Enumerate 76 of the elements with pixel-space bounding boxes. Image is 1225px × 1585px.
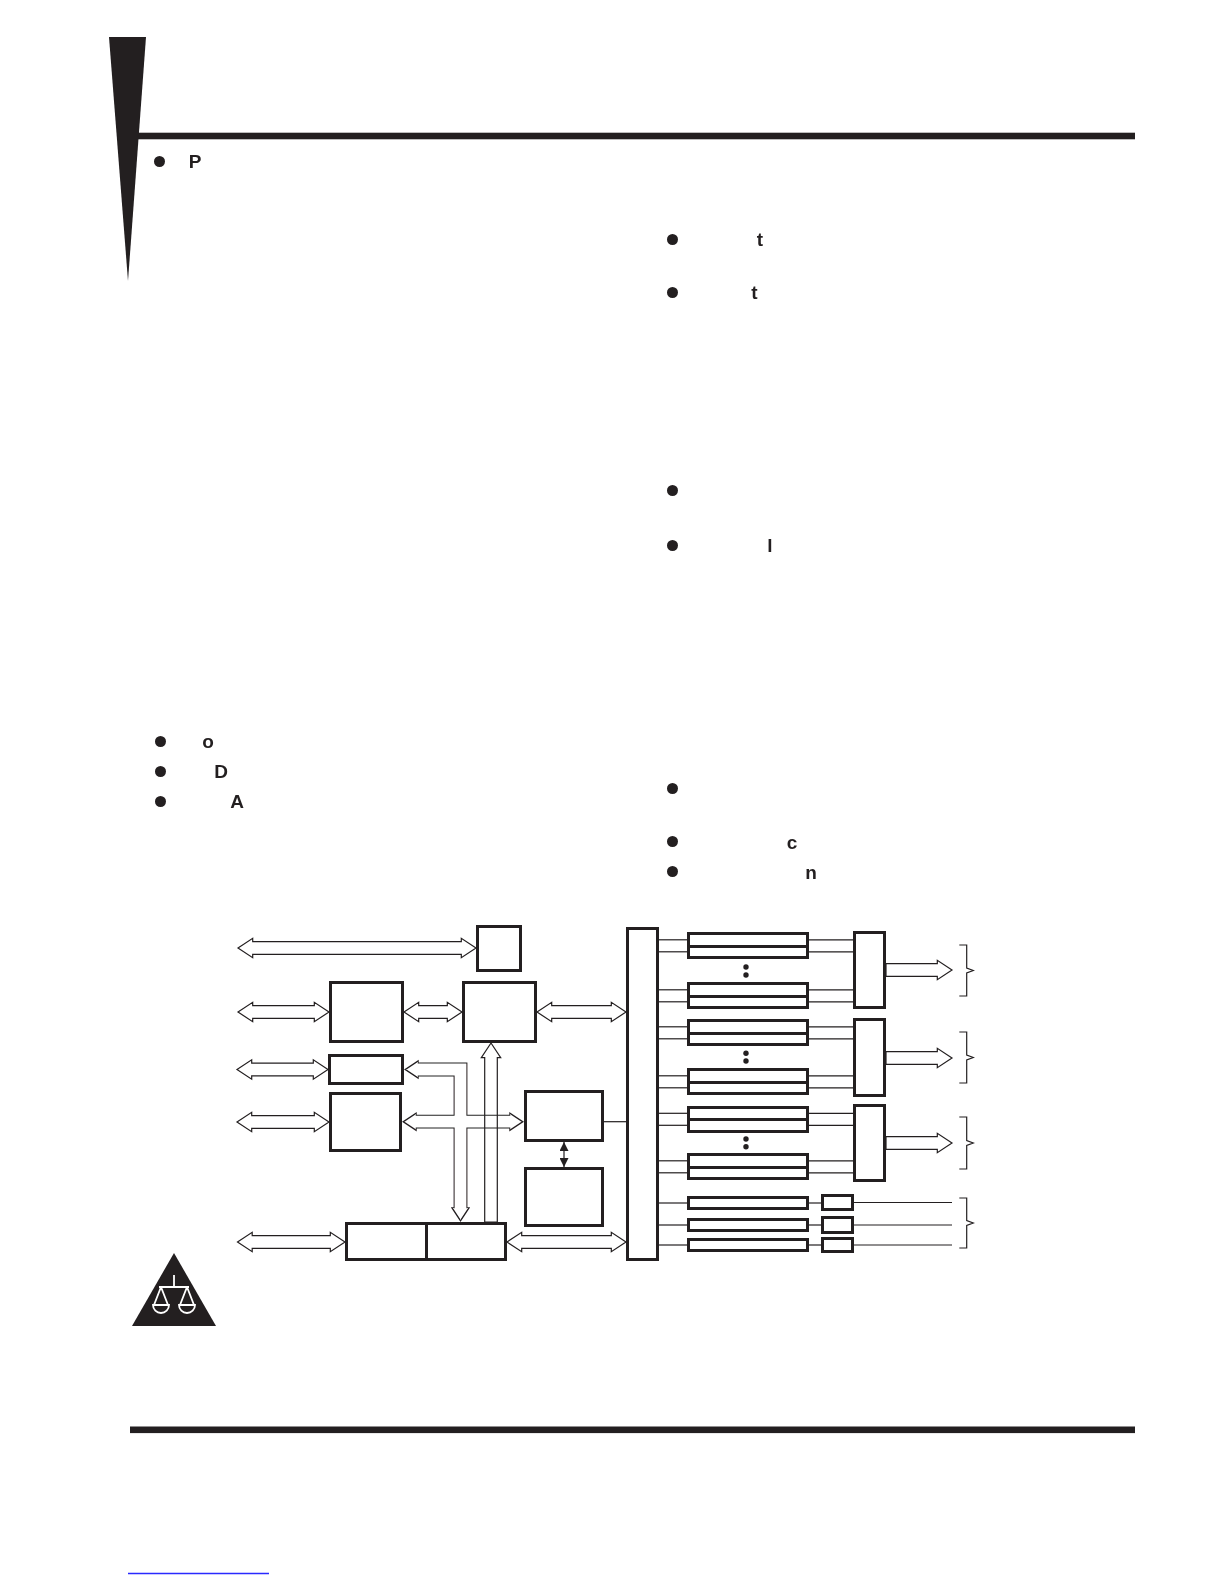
connector-line (808, 1244, 822, 1246)
arrow (559, 1141, 569, 1168)
bus-arrow (236, 1231, 347, 1253)
connector-line (658, 1026, 688, 1028)
bullet-text: t (756, 229, 764, 249)
connector-line (853, 1201, 953, 1204)
bullet-text: A (230, 791, 244, 811)
bus-arrow (402, 1112, 524, 1132)
register-box (687, 1196, 809, 1210)
connector-line (808, 1112, 854, 1114)
bus-arrow (885, 1132, 954, 1154)
function-block (524, 1167, 604, 1227)
connector-line (808, 1172, 854, 1174)
function-block (329, 1092, 402, 1152)
bus-arrow (535, 1001, 628, 1023)
connector-line (658, 1224, 688, 1226)
bullet-text: P (188, 151, 202, 171)
bus-arrow (885, 1047, 954, 1069)
connector-line (808, 1224, 822, 1226)
connector-line (658, 1087, 688, 1089)
bullet-text: t (751, 282, 758, 302)
connector-line (658, 939, 688, 941)
connector-line (808, 951, 854, 953)
bus-arrow (235, 1111, 331, 1133)
bullet-text: c (786, 832, 798, 852)
function-block (524, 1090, 604, 1142)
function-block (476, 925, 522, 972)
bus-bar (626, 927, 659, 1261)
connector-line (853, 1224, 953, 1226)
bullet-text: l (767, 535, 773, 555)
connector-line (808, 1038, 854, 1040)
function-block (462, 981, 537, 1043)
bus-arrow (885, 959, 954, 981)
connector-line (808, 939, 854, 941)
connector-line (658, 1124, 688, 1126)
small-block (821, 1194, 854, 1211)
register-box (687, 1218, 809, 1232)
small-block (821, 1216, 854, 1234)
connector-line (808, 1202, 822, 1204)
connector-line (658, 951, 688, 953)
bus-arrow (236, 1001, 331, 1023)
bullet-text: n (805, 862, 817, 882)
connector-line (658, 1001, 688, 1003)
connector-line (808, 1124, 854, 1126)
connector-line (658, 1244, 688, 1246)
connector-line (658, 1202, 688, 1204)
connector-line (808, 1160, 854, 1162)
connector-line (808, 1075, 854, 1077)
function-block (329, 981, 404, 1043)
bus-arrow (402, 1001, 464, 1023)
connector-line (808, 1001, 854, 1003)
connector-line (658, 1172, 688, 1174)
small-block (821, 1237, 854, 1253)
connector-line (853, 1244, 953, 1246)
connector-line (808, 989, 854, 991)
output-block (853, 931, 886, 1009)
connector-line (603, 1121, 627, 1123)
connector-line (808, 1087, 854, 1089)
function-block (328, 1054, 404, 1085)
function-block (345, 1222, 428, 1261)
connector-line (658, 1075, 688, 1077)
bus-arrow (505, 1231, 628, 1253)
connector-line (658, 1160, 688, 1162)
bullet-text: D (214, 761, 228, 781)
connector-line (808, 1026, 854, 1028)
connector-line (658, 1112, 688, 1114)
output-block (853, 1018, 886, 1097)
connector-line (658, 1038, 688, 1040)
function-block (425, 1222, 507, 1261)
bullet-text: o (202, 731, 214, 751)
bus-arrow (236, 937, 478, 959)
bus-arrow (235, 1058, 330, 1081)
register-box (687, 1238, 809, 1252)
bus-arrow (480, 1041, 502, 1223)
output-block (853, 1104, 886, 1182)
connector-line (658, 989, 688, 991)
